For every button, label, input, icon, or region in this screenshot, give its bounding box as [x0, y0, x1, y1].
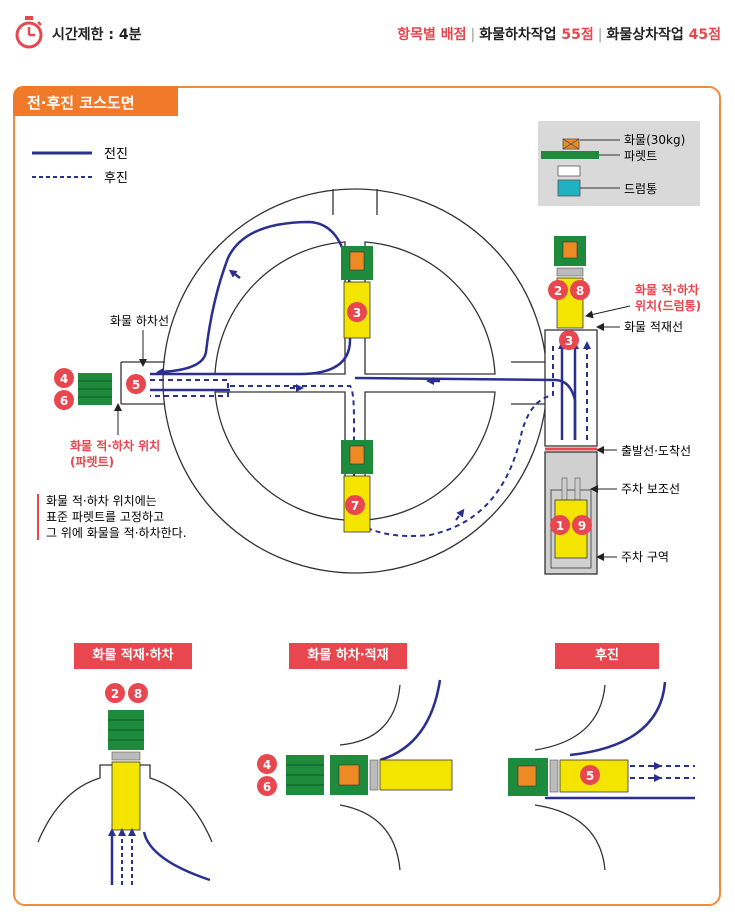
track-quadrant-tl: [214, 241, 346, 375]
forward-path: [150, 220, 579, 440]
drum-icon: [557, 179, 581, 197]
score-summary: 항목별 배점|화물하차작업 55점|화물상차작업 45점: [397, 27, 721, 43]
label-pallet-pos-2: (파렛트): [70, 454, 114, 469]
track-quadrant-bl: [214, 391, 346, 521]
panel1-title: 화물 적재·하차: [74, 643, 192, 669]
label-load-line: 화물 적재선: [624, 320, 683, 334]
load-label: 화물상차작업: [606, 27, 684, 43]
label-unload-line: 화물 하차선: [110, 314, 169, 328]
callouts: 화물 하차선 화물 적·하차 위치 (파렛트) 화물 적·하차 위치(드럼통) …: [70, 282, 701, 564]
section-title: 전·후진 코스도면: [27, 94, 135, 112]
note-line-3: 그 위에 화물을 적·하차한다.: [46, 526, 187, 540]
step-6: 6: [60, 394, 68, 408]
panel-reverse: 5: [508, 681, 695, 871]
pallet-icon: [541, 151, 599, 159]
track-quadrant-tr: [364, 241, 496, 375]
panel1-step-8: 8: [134, 687, 142, 701]
score-label: 항목별 배점: [397, 27, 467, 43]
key-box: 화물(30kg) 파렛트 드럼통: [538, 121, 700, 206]
forklift-top: [341, 246, 373, 339]
panel-load-unload: 2 8: [37, 683, 213, 885]
key-drum: 드럼통: [624, 182, 657, 196]
header: 시간제한 : 4분 항목별 배점|화물하차작업 55점|화물상차작업 45점: [0, 0, 735, 66]
load-score: 45점: [688, 27, 721, 43]
step-3-right: 3: [565, 334, 573, 348]
panel3-title: 후진: [555, 643, 659, 669]
backward-path: [150, 341, 591, 537]
step-4: 4: [60, 372, 68, 386]
note: 화물 적·하차 위치에는 표준 파렛트를 고정하고 그 위에 화물을 적·하차한…: [37, 494, 187, 540]
step-1: 1: [556, 519, 564, 533]
stopwatch-icon: [15, 16, 43, 49]
step-9: 9: [578, 519, 586, 533]
step-badges: 3 7 2 8 3 4 6 5 1 9: [54, 280, 592, 535]
step-8: 8: [576, 284, 584, 298]
track-quadrant-br: [364, 391, 496, 521]
note-line-2: 표준 파렛트를 고정하고: [46, 510, 164, 524]
legend-forward-label: 전진: [104, 147, 128, 162]
label-drum-pos-2: 위치(드럼통): [635, 298, 701, 313]
key-pallet: 파렛트: [624, 149, 657, 163]
unload-score: 55점: [561, 27, 594, 43]
step-2: 2: [554, 284, 562, 298]
time-limit: 시간제한 : 4분: [52, 27, 142, 43]
panel-unload-load: 4 6: [257, 679, 453, 871]
label-drum-pos-1: 화물 적·하차: [635, 282, 699, 297]
step-5: 5: [132, 378, 140, 392]
course-frame: [13, 86, 721, 906]
section-title-tab: 전·후진 코스도면: [13, 86, 178, 116]
label-start-line: 출발선·도착선: [621, 444, 691, 458]
note-line-1: 화물 적·하차 위치에는: [46, 494, 157, 508]
legend: 전진 후진: [32, 147, 128, 186]
panel2-step-6: 6: [263, 780, 271, 794]
forklift-drum: [554, 236, 586, 329]
track: [120, 188, 548, 574]
step-3-top: 3: [353, 306, 361, 320]
step-7: 7: [351, 499, 359, 513]
panel3-step-5: 5: [586, 769, 594, 783]
label-park-aux: 주차 보조선: [621, 482, 680, 496]
panel2-title: 화물 하차·적재: [289, 643, 407, 669]
label-park-area: 주차 구역: [621, 550, 669, 564]
unload-label: 화물하차작업: [479, 27, 557, 43]
key-cargo: 화물(30kg): [624, 133, 685, 147]
label-pallet-pos-1: 화물 적·하차 위치: [70, 438, 160, 453]
forklift-middle: [341, 440, 373, 533]
panel2-step-4: 4: [263, 758, 271, 772]
legend-backward-label: 후진: [104, 171, 128, 186]
pallet-left: [78, 373, 112, 405]
panel1-step-2: 2: [111, 687, 119, 701]
